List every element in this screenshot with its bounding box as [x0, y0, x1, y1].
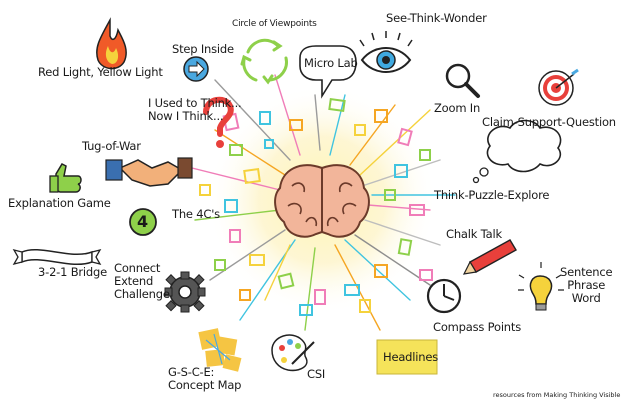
- flame-icon: [96, 17, 127, 70]
- eye-icon: [359, 31, 413, 73]
- gear-icon: [164, 271, 206, 313]
- palette-icon: [271, 334, 315, 372]
- headlines-note: [376, 339, 438, 375]
- label-see-think-wonder: See-Think-Wonder: [386, 11, 487, 25]
- thought-cloud-icon: [472, 119, 562, 184]
- thumbs-up-icon: [49, 163, 82, 193]
- speech-bubble: [299, 45, 357, 99]
- label-micro-lab: Micro Lab: [304, 56, 358, 70]
- label-think-puzzle-explore: Think-Puzzle-Explore: [434, 188, 550, 202]
- label-csi: CSI: [307, 367, 326, 381]
- pencil-icon: [462, 239, 517, 275]
- label-gsce-concept-map: G-S-C-E: Concept Map: [168, 365, 242, 393]
- label-claim-support-question: Claim-Support-Question: [482, 115, 616, 129]
- label-zoom-in: Zoom In: [434, 101, 481, 115]
- label-compass-points: Compass Points: [433, 320, 521, 334]
- concept-map-notes: [198, 328, 242, 372]
- label-i-used-to-think: I Used to Think... Now I Think...: [148, 96, 242, 124]
- label-circle-of-viewpoints: Circle of Viewpoints: [232, 19, 317, 29]
- target-icon: [538, 68, 579, 106]
- label-step-inside: Step Inside: [172, 42, 234, 56]
- four-circle: [129, 208, 157, 236]
- label-connect-extend-challenge: Connect Extend Challenge: [114, 261, 170, 302]
- credit-text: resources from Making Thinking Visible: [493, 391, 621, 399]
- label-sentence-phrase-word: Sentence Phrase Word: [560, 265, 613, 306]
- magnifier-icon: [445, 63, 480, 98]
- scroll-banner-icon: [12, 248, 102, 266]
- label-chalk-talk: Chalk Talk: [446, 227, 502, 241]
- handshake-icon: [105, 157, 193, 187]
- cycle-arrows-icon: [240, 38, 288, 85]
- question-mark-icon: [203, 96, 234, 148]
- label-the-4cs: The 4C's: [172, 207, 220, 221]
- brain-icon: [274, 164, 370, 238]
- four-numeral: 4: [137, 212, 148, 231]
- clock-icon: [426, 278, 462, 314]
- label-red-light-yellow-light: Red Light, Yellow Light: [38, 65, 163, 79]
- arrow-right-icon: [183, 56, 209, 82]
- label-headlines: Headlines: [383, 350, 439, 364]
- label-3-2-1-bridge: 3-2-1 Bridge: [38, 265, 107, 279]
- connector-rays: [179, 74, 456, 331]
- label-explanation-game: Explanation Game: [8, 196, 111, 210]
- lightbulb-icon: [518, 262, 564, 311]
- label-tug-of-war: Tug-of-War: [82, 139, 141, 153]
